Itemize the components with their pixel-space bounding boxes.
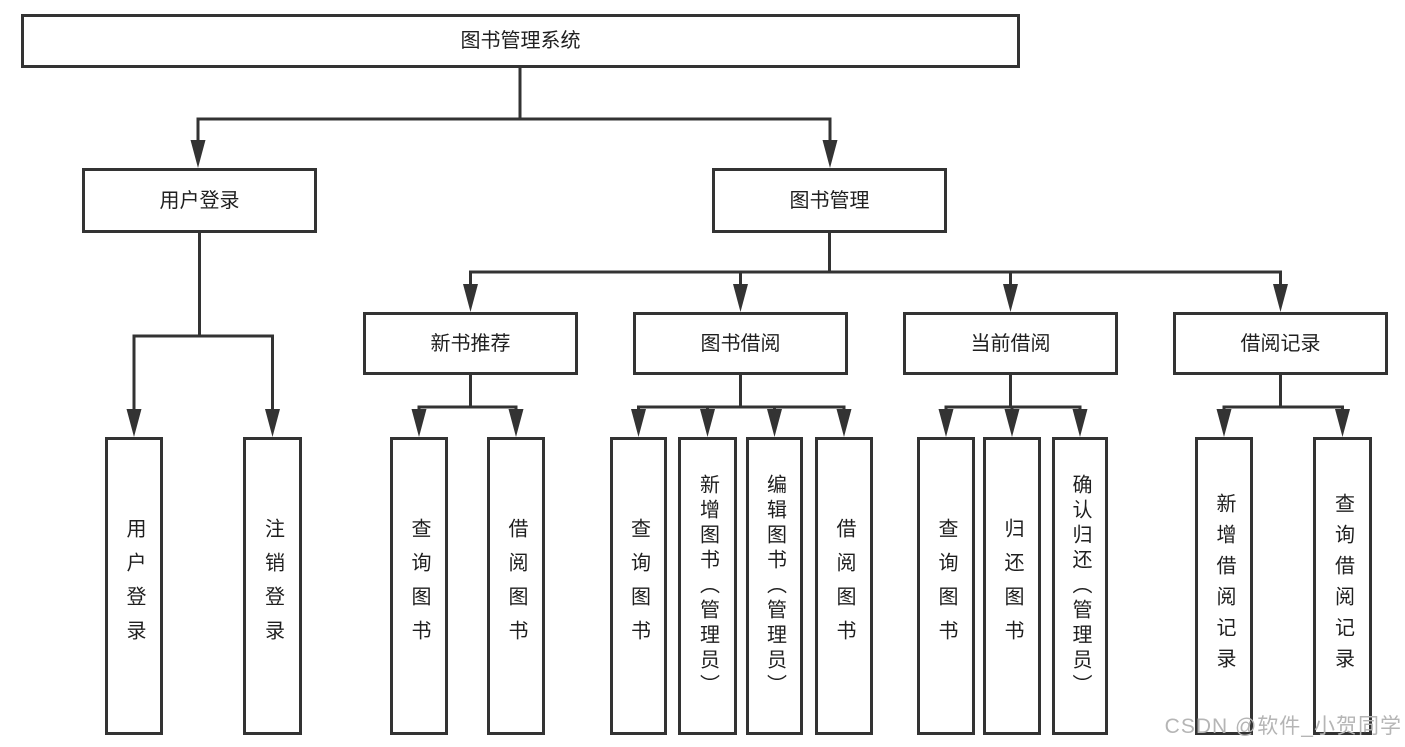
node-user-login: 用户登录 xyxy=(82,168,317,233)
node-new-book-recommend: 新书推荐 xyxy=(363,312,578,375)
watermark: CSDN @软件_小贺同学 xyxy=(1164,715,1402,738)
leaf-borrow-books-recommend: 借阅图书 xyxy=(487,437,545,735)
leaf-borrow-books-borrowing: 借阅图书 xyxy=(815,437,873,735)
node-book-borrowing: 图书借阅 xyxy=(633,312,848,375)
leaf-logout: 注销登录 xyxy=(243,437,302,735)
leaf-confirm-return-admin: 确认归还（管理员） xyxy=(1052,437,1108,735)
leaf-edit-book-admin: 编辑图书（管理员） xyxy=(746,437,803,735)
leaf-query-books-recommend: 查询图书 xyxy=(390,437,448,735)
leaf-user-login: 用户登录 xyxy=(105,437,163,735)
leaf-add-book-admin: 新增图书（管理员） xyxy=(678,437,737,735)
node-current-borrowing: 当前借阅 xyxy=(903,312,1118,375)
leaf-query-borrow-record: 查询借阅记录 xyxy=(1313,437,1372,735)
leaf-return-books: 归还图书 xyxy=(983,437,1041,735)
node-root: 图书管理系统 xyxy=(21,14,1020,68)
connector-arrowheads xyxy=(126,140,1350,437)
node-borrowing-records: 借阅记录 xyxy=(1173,312,1388,375)
leaf-query-books-current: 查询图书 xyxy=(917,437,975,735)
leaf-add-borrow-record: 新增借阅记录 xyxy=(1195,437,1253,735)
node-book-management: 图书管理 xyxy=(712,168,947,233)
leaf-query-books-borrowing: 查询图书 xyxy=(610,437,667,735)
